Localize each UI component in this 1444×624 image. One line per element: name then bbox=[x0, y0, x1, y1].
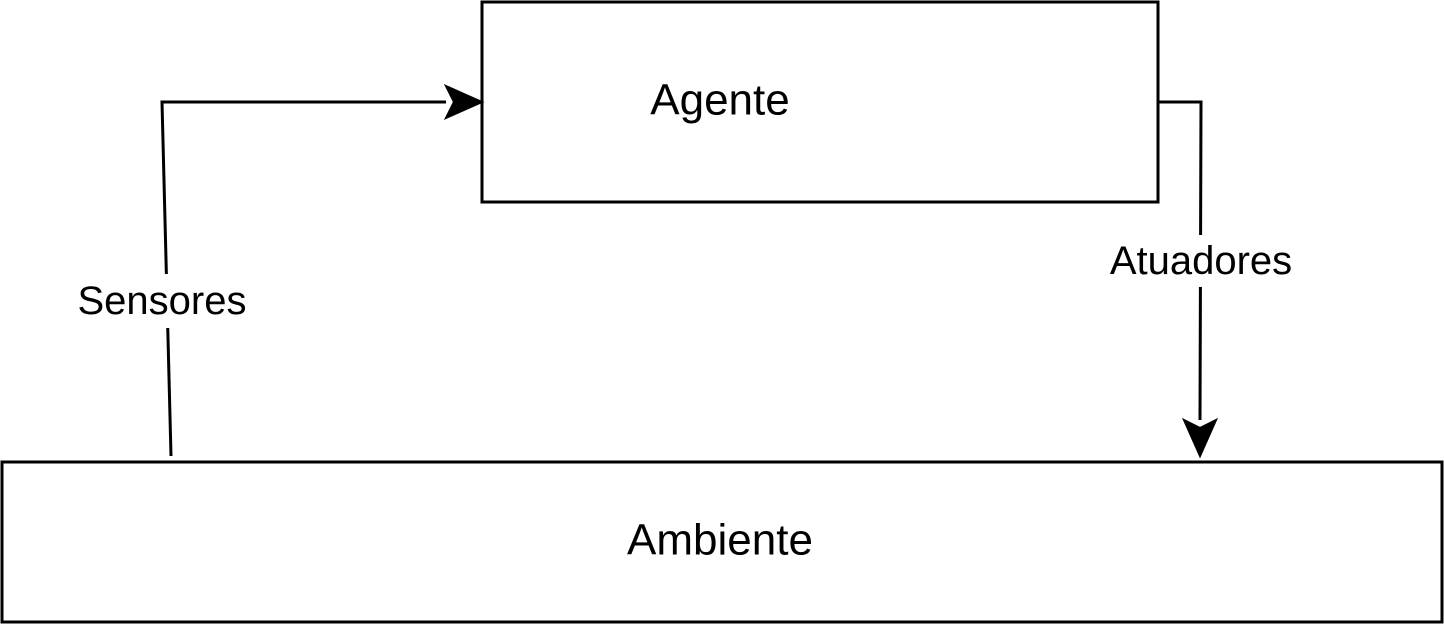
sensors-connector bbox=[160, 100, 446, 457]
actuators-label: Atuadores bbox=[1110, 239, 1292, 283]
actuators-label-background bbox=[1096, 235, 1308, 287]
actuators-edge[interactable]: Atuadores bbox=[1096, 100, 1308, 459]
actuators-arrowhead bbox=[1181, 417, 1219, 459]
environment-box bbox=[0, 460, 1444, 624]
sensors-label-background bbox=[64, 274, 260, 328]
sensors-arrowhead bbox=[443, 83, 485, 121]
environment-label: Ambiente bbox=[627, 516, 813, 565]
sensors-edge[interactable]: Sensores bbox=[64, 83, 485, 457]
agent-label: Agente bbox=[650, 76, 789, 125]
agent-box bbox=[480, 0, 1160, 204]
sensors-label: Sensores bbox=[78, 279, 247, 323]
agent-node[interactable]: Agente bbox=[480, 0, 1160, 204]
actuators-connector bbox=[1158, 100, 1203, 421]
environment-node[interactable]: Ambiente bbox=[0, 460, 1444, 624]
